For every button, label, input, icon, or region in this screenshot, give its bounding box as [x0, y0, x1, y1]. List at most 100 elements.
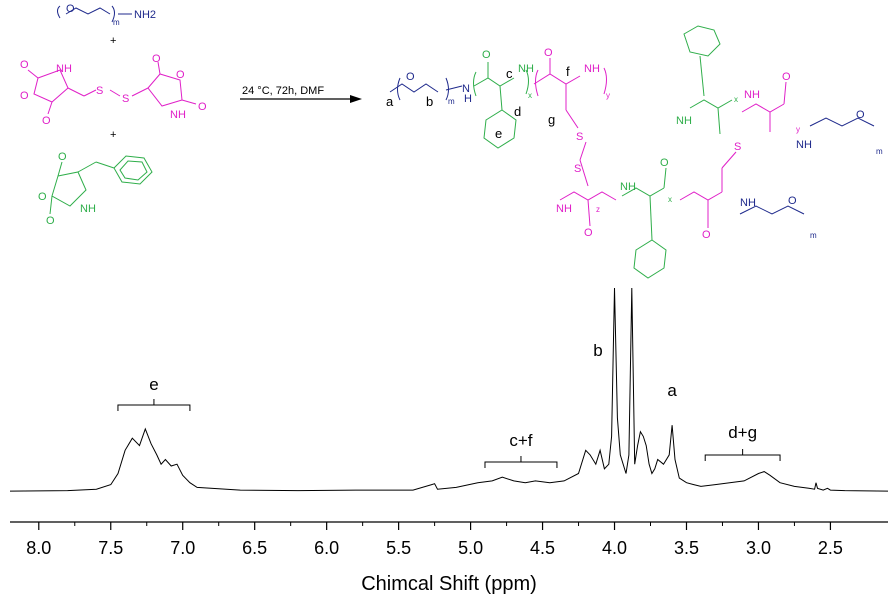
upper-phe-backbone: [689, 99, 733, 109]
spectrum-trace: [9, 287, 889, 492]
oxygen-atom: O: [66, 3, 75, 15]
subscript-y: y: [606, 91, 610, 100]
phenylalanine-nca-reagent: [49, 155, 153, 215]
side-chain: [649, 195, 653, 241]
nh-label: NH: [518, 63, 534, 75]
peak-label: c+f: [509, 431, 532, 450]
sulfur-atom: S: [96, 85, 103, 97]
oxygen-atom: O: [20, 90, 29, 102]
bond: [445, 85, 463, 91]
label-c: c: [506, 66, 513, 81]
nh-label: NH: [744, 89, 760, 101]
oxygen-atom: O: [42, 115, 51, 127]
nh-label: NH: [584, 63, 600, 75]
oxygen-atom: O: [544, 47, 553, 59]
upper-peg-block: [809, 117, 875, 127]
label-g: g: [548, 112, 555, 127]
subscript-m: m: [113, 18, 120, 27]
bond: [95, 161, 115, 169]
carbonyl: [587, 199, 591, 227]
sulfur-atom: S: [574, 163, 581, 175]
hydrogen-atom: H: [464, 93, 472, 105]
subscript-x: x: [734, 95, 738, 104]
carbonyl: [157, 61, 161, 75]
bond: [83, 89, 97, 97]
peak-label: b: [593, 341, 602, 360]
bracket: [473, 71, 477, 97]
bond: [565, 109, 579, 129]
plus-sign-1: +: [110, 35, 116, 47]
right-nca-ring: [147, 73, 183, 107]
sulfur-atom: S: [576, 131, 583, 143]
oxygen-atom: O: [58, 151, 67, 163]
carbonyl: [47, 101, 53, 115]
label-d: d: [514, 104, 521, 119]
label-b: b: [426, 94, 433, 109]
sulfur-atom: S: [122, 93, 129, 105]
carbonyl: [49, 195, 53, 215]
nh-label: NH: [556, 203, 572, 215]
subscript-m: m: [876, 147, 883, 156]
oxygen-atom: O: [406, 71, 415, 83]
x-tick-label: 5.0: [458, 538, 483, 558]
label-f: f: [566, 64, 570, 79]
bond: [579, 159, 589, 187]
disulfide: [579, 141, 587, 161]
lower-cys-backbone-2: [679, 191, 723, 201]
reaction-scheme: O m NH2 + O NH O O S S O O NH O +: [20, 3, 883, 279]
benzene-ring-e: [483, 109, 517, 149]
bond: [77, 161, 97, 173]
cystine-nca-reagent: [27, 61, 197, 115]
nh-label: NH: [676, 115, 692, 127]
sulfur-atom: S: [734, 141, 741, 153]
x-tick-label: 7.5: [98, 538, 123, 558]
x-tick-label: 3.5: [674, 538, 699, 558]
x-tick-label: 6.5: [242, 538, 267, 558]
peg-amine-reagent: [57, 5, 132, 23]
lower-cys-backbone: [559, 191, 617, 201]
x-tick-label: 3.0: [746, 538, 771, 558]
label-e: e: [495, 126, 502, 141]
oxygen-atom: O: [20, 59, 29, 71]
x-tick-label: 4.5: [530, 538, 555, 558]
nh-label: NH: [80, 203, 96, 215]
bracket: [603, 67, 607, 95]
oxygen-atom: O: [176, 69, 185, 81]
carbonyl: [783, 81, 787, 105]
x-tick-label: 5.5: [386, 538, 411, 558]
subscript-m: m: [810, 231, 817, 240]
disulfide-bond: [109, 89, 121, 97]
reaction-conditions: 24 °C, 72h, DMF: [242, 85, 324, 97]
oxygen-atom: O: [702, 229, 711, 241]
bond: [131, 87, 149, 97]
left-bracket: [57, 5, 61, 19]
phe-backbone: [473, 77, 515, 87]
oxygen-atom: O: [482, 49, 491, 61]
x-axis-label: Chimcal Shift (ppm): [361, 573, 537, 595]
x-tick-label: 7.0: [170, 538, 195, 558]
peak-label: d+g: [728, 423, 757, 442]
subscript-y: y: [796, 125, 800, 134]
bond: [67, 87, 85, 97]
oxygen-atom: O: [856, 109, 865, 121]
subscript-x: x: [668, 195, 672, 204]
carbonyl: [717, 107, 721, 135]
subscript-z: z: [596, 205, 600, 214]
carbonyl: [181, 99, 197, 105]
upper-benzene-ring: [683, 25, 721, 57]
subscript-x: x: [528, 91, 532, 100]
oxygen-atom: O: [584, 227, 593, 239]
right-bracket: [111, 5, 115, 23]
upper-cys-backbone: [741, 103, 785, 113]
x-tick-label: 4.0: [602, 538, 627, 558]
cys-backbone: [533, 73, 581, 85]
reaction-arrow: [240, 95, 362, 103]
product-structure: [389, 25, 875, 279]
nitrogen-atom: N: [462, 83, 470, 95]
oxygen-atom: O: [38, 191, 47, 203]
benzene-ring: [113, 155, 153, 185]
